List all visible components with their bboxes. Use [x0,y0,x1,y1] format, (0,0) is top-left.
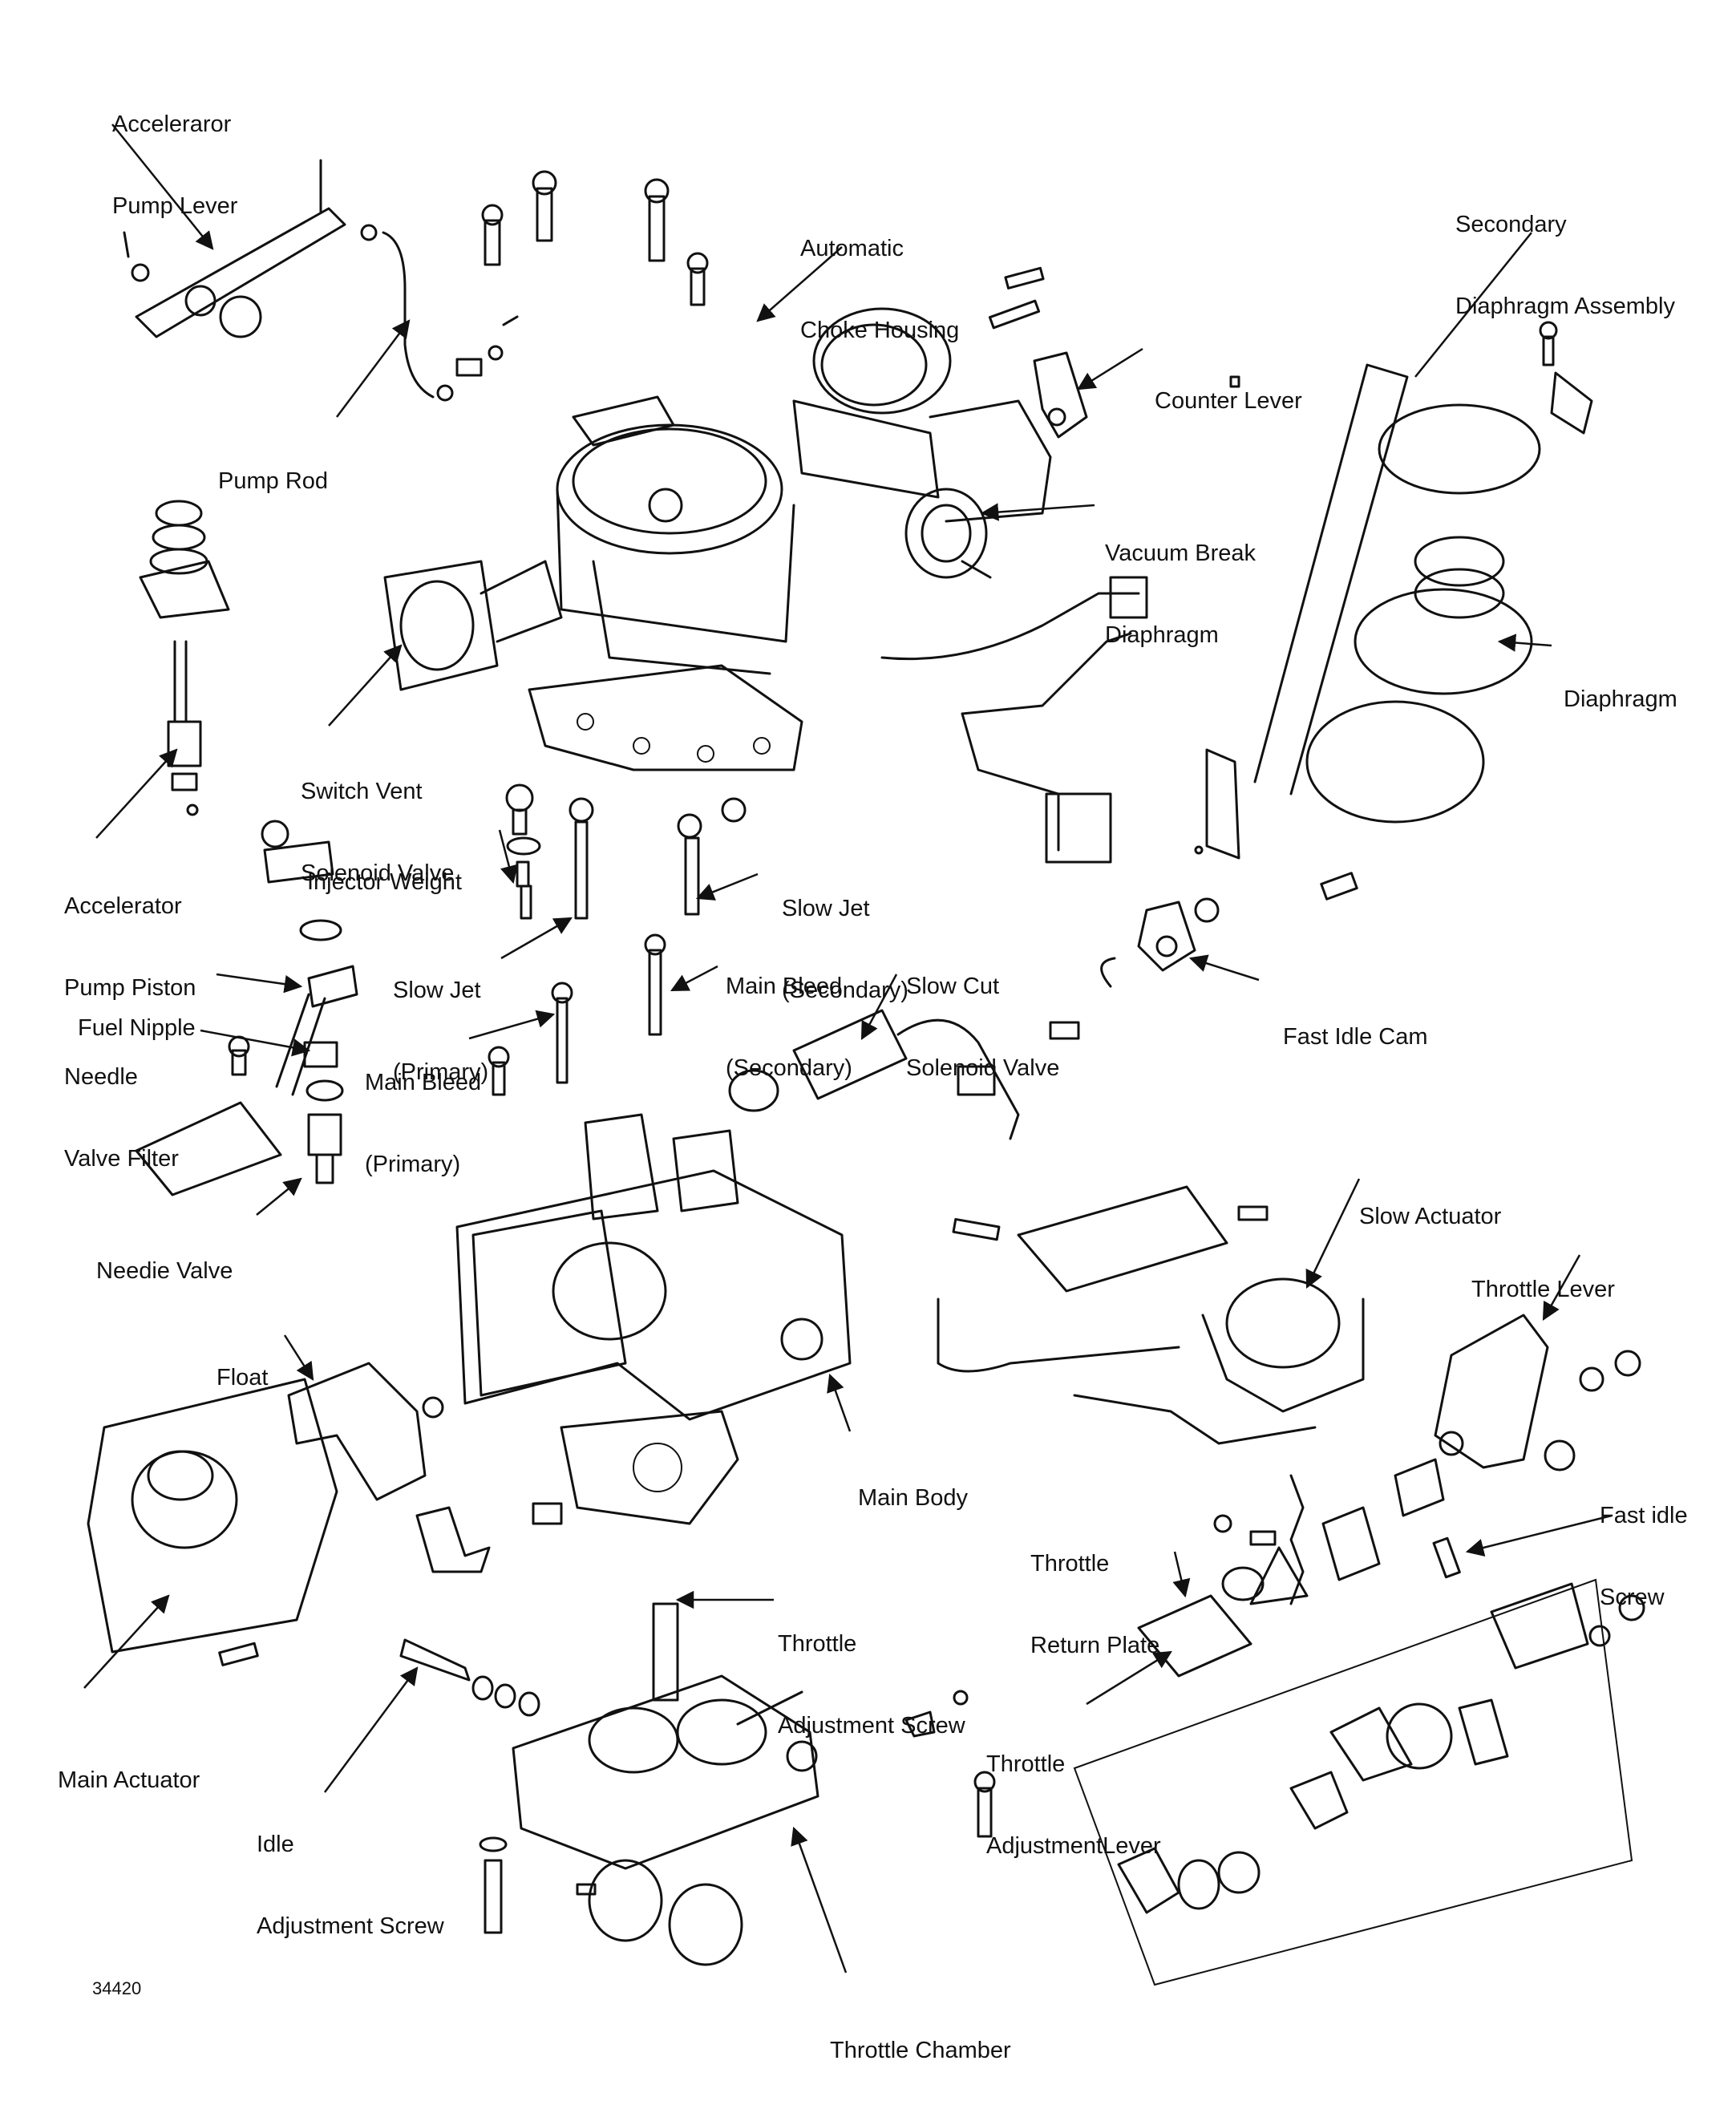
label-throttle-adjustment-lever: Throttle AdjustmentLever [986,1751,1161,1859]
label-pump-rod: Pump Rod [218,468,329,494]
label-float: Float [216,1365,269,1391]
label-fuel-nipple: Fuel Nipple [78,1015,196,1041]
throttle-chamber-part [512,1602,819,1966]
float-part [287,1362,444,1501]
label-throttle-lever: Throttle Lever [1471,1277,1615,1302]
throttle-lever-part [1249,1314,1641,1605]
accelerator-pump-lever-part [123,159,346,338]
label-throttle-adjustment-screw: Throttle Adjustment Screw [778,1631,965,1739]
vacuum-break-diaphragm-part [904,488,992,579]
label-slow-cut-solenoid-valve: Slow Cut Solenoid Valve [906,974,1060,1081]
throttle-return-plate-part [1137,1474,1305,1678]
label-needle-valve-filter: Needle Valve Filter [64,1064,179,1172]
label-throttle-return-plate: Throttle Return Plate [1030,1551,1160,1658]
label-main-bleed-secondary: Main Bleed (Secondary) [726,974,852,1081]
label-fast-idle-screw: Fast idle Screw [1600,1503,1688,1610]
air-horn-part [556,395,795,675]
label-automatic-choke-housing: Automatic Choke Housing [800,236,960,343]
wiring-harness-part [880,576,1148,864]
fast-idle-cam-part [1100,872,1358,988]
label-counter-lever: Counter Lever [1155,388,1302,414]
label-secondary-diaphragm-assembly: Secondary Diaphragm Assembly [1455,212,1675,319]
top-gasket-part [528,664,803,771]
label-accelerator-pump-lever: Acceleraror Pump Lever [112,111,238,219]
label-slow-actuator: Slow Actuator [1359,1204,1502,1229]
switch-vent-solenoid-part [383,560,563,691]
label-slow-jet-primary: Slow Jet (Primary) [393,978,489,1085]
main-body-part [455,1113,852,1525]
leader-lines [83,123,1613,1973]
label-switch-vent-solenoid-valve: Switch Vent Solenoid Valve [301,779,455,886]
accelerator-pump-piston-part [139,500,230,816]
slow-cut-solenoid-part [728,1009,1080,1140]
label-fast-idle-cam: Fast Idle Cam [1283,1024,1428,1050]
slow-actuator-part [937,1185,1365,1445]
label-idle-adjustment-screw: Idle Adjustment Screw [257,1832,444,1939]
fast-idle-screw-part [1432,1536,1461,1579]
float-needle-parts [415,1502,563,1573]
label-diaphragm: Diaphragm [1564,686,1677,712]
label-needle-valve: Needie Valve [96,1258,233,1284]
misc-small-parts [1194,375,1240,855]
label-vacuum-break-diaphragm: Vacuum Break Diaphragm [1105,540,1256,648]
pump-rod-part [360,224,519,402]
secondary-diaphragm-assembly-part [1205,321,1593,860]
top-screws-part [481,170,709,306]
label-accelerator-pump-piston: Accelerator Pump Piston [64,893,196,1001]
idle-adjustment-screw-part [399,1638,540,1717]
bottom-screws-part [479,1690,996,1934]
label-main-body: Main Body [858,1485,969,1511]
label-main-actuator: Main Actuator [58,1767,200,1793]
label-main-bleed-primary: Main Bleed (Primary) [365,1070,482,1177]
jets-and-bleeds-part [488,783,747,1096]
main-actuator-part [87,1378,338,1666]
automatic-choke-housing-part [792,307,1052,523]
counter-lever-part [988,266,1088,439]
label-injector-weight: Injector Weight [307,869,462,895]
figure-number: 34420 [92,1978,142,1998]
label-throttle-chamber: Throttle Chamber [830,2038,1011,2063]
throttle-sub-assembly-part [1073,1578,1645,1986]
label-slow-jet-secondary: Slow Jet (Secondary) [782,896,908,1003]
